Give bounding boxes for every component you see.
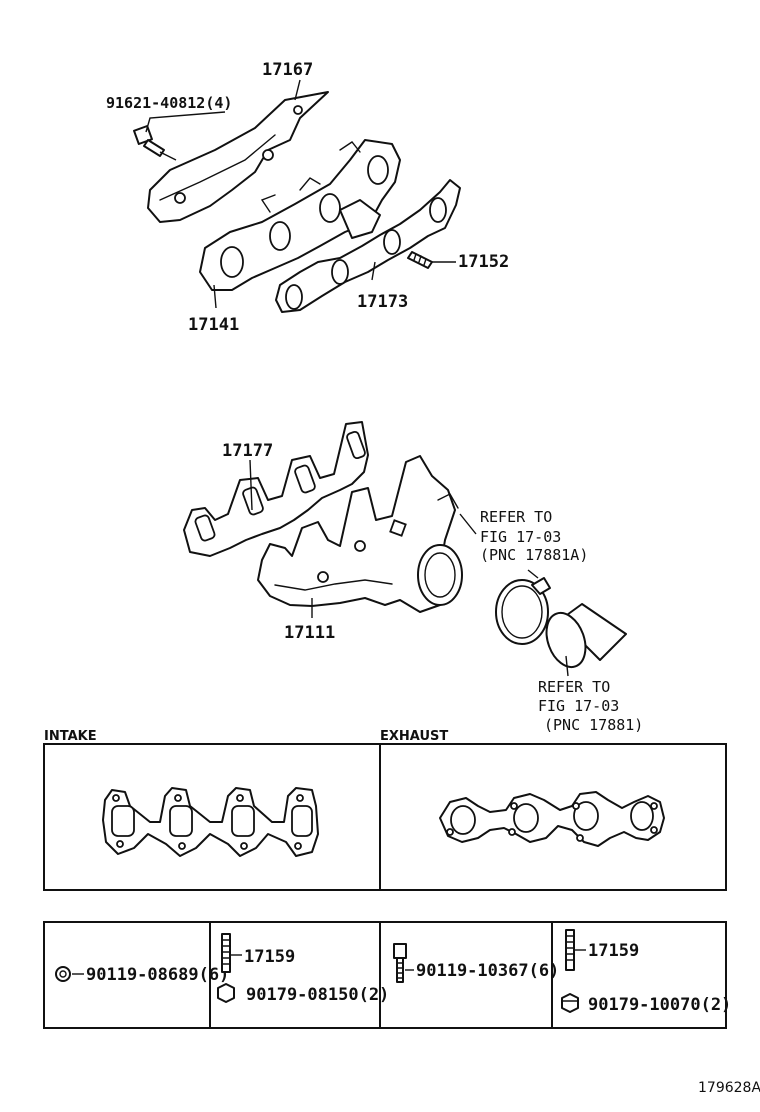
- label-exhaust-stud: 17159: [588, 941, 639, 961]
- label-17141: 17141: [188, 315, 239, 335]
- ref2-line3: (PNC 17881): [544, 716, 643, 734]
- exhaust-gasket-outline: [439, 791, 665, 847]
- ref1-line1: REFER TO: [480, 508, 552, 526]
- ref1-line3: (PNC 17881A): [480, 546, 588, 564]
- ref2-line2: FIG 17-03: [538, 697, 619, 715]
- label-intake-stud: 17159: [244, 947, 295, 967]
- exhaust-manifold-17141: [199, 139, 401, 291]
- ref2-line1: REFER TO: [538, 678, 610, 696]
- label-exhaust-nut: 90179-10070(2): [588, 995, 731, 1015]
- hardware-boxes: [43, 921, 727, 1029]
- label-intake-washer: 90179-08150(2): [246, 985, 389, 1005]
- ref1-line2: FIG 17-03: [480, 528, 561, 546]
- label-17111: 17111: [284, 623, 335, 643]
- label-17177: 17177: [222, 441, 273, 461]
- label-17173: 17173: [357, 292, 408, 312]
- intake-nut-icon: [55, 966, 71, 982]
- exhaust-nut-icon: [561, 993, 579, 1013]
- section-intake-title: INTAKE: [44, 729, 97, 744]
- section-exhaust-title: EXHAUST: [380, 729, 448, 744]
- heat-insulator-17167: [147, 91, 329, 223]
- label-17167: 17167: [262, 60, 313, 80]
- figure-code: 179628A: [698, 1080, 760, 1096]
- intake-hose: [545, 603, 627, 669]
- label-17152: 17152: [458, 252, 509, 272]
- intake-gasket-17177: [183, 421, 369, 557]
- intake-stud-icon: [221, 933, 231, 973]
- bolt-91621-40812: [133, 125, 165, 157]
- exhaust-stud-icon: [565, 929, 575, 971]
- intake-washer-icon: [217, 983, 235, 1003]
- hose-clamp: [495, 577, 551, 645]
- intake-manifold-17111: [257, 455, 463, 613]
- gasket-reference-boxes: [43, 743, 727, 891]
- label-exhaust-bolt: 90119-10367(6): [416, 961, 559, 981]
- exhaust-bolt-icon: [393, 943, 407, 983]
- stud-17152: [407, 251, 433, 269]
- label-91621-40812: 91621-40812(4): [106, 94, 232, 112]
- leader-lines: [145, 79, 569, 677]
- label-intake-nut: 90119-08689(6): [86, 965, 229, 985]
- intake-gasket-outline: [102, 787, 319, 857]
- exhaust-gasket-17173: [275, 179, 461, 313]
